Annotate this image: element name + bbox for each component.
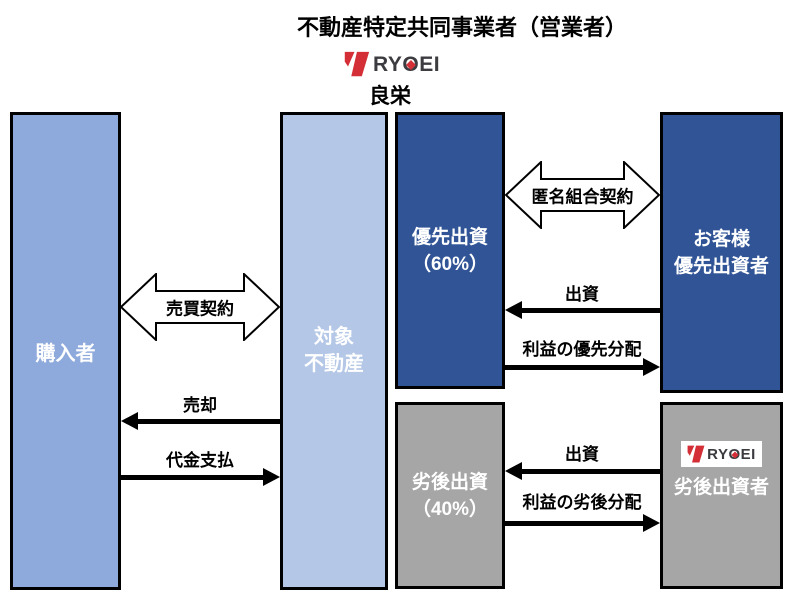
company-name: 良栄 [369, 85, 411, 108]
box-senior-investment: 優先出資 （60%） [395, 112, 505, 389]
box-junior-investment-line1: 劣後出資 [411, 471, 488, 493]
junior-distribution-label: 利益の劣後分配 [522, 493, 642, 512]
logo-text-ry: RY [372, 52, 403, 76]
sale-label: 売却 [183, 396, 217, 415]
sales-contract-double-arrow: 売買契約 [120, 273, 280, 341]
box-junior-investor-label: 劣後出資者 [673, 477, 769, 498]
logo-o-glyph: O [728, 447, 740, 462]
box-customer-line2: 優先出資者 [673, 255, 769, 277]
junior-distribution-arrow-right [505, 514, 660, 532]
logo-o-glyph: O [402, 54, 419, 75]
arrowhead-right-icon [643, 358, 660, 376]
ryoei-logo-text: RY O EI [373, 54, 440, 75]
box-target-property-line2: 不動産 [304, 353, 364, 375]
box-junior-investor: RY O EI 劣後出資者 [660, 402, 783, 589]
senior-distribution-label: 利益の優先分配 [522, 340, 642, 359]
arrowhead-left-icon [505, 301, 522, 319]
arrowhead-left-icon [505, 462, 522, 480]
anonymous-partnership-double-arrow: 匿名組合契約 [505, 161, 660, 229]
box-target-property: 対象 不動産 [280, 112, 388, 590]
payment-arrow-right [121, 468, 280, 486]
junior-investment-arrow-left [505, 462, 660, 480]
sales-contract-label: 売買契約 [166, 299, 234, 319]
arrowhead-right-icon [263, 468, 280, 486]
payment-label: 代金支払 [166, 451, 234, 470]
arrowhead-left-icon [121, 412, 138, 430]
senior-investment-arrow-left [505, 301, 660, 319]
senior-distribution-arrow-right [505, 358, 660, 376]
box-customer-line1: お客様 [692, 228, 750, 250]
box-junior-investment: 劣後出資 （40%） [395, 402, 505, 589]
ryoei-logo: RY O EI [344, 51, 440, 77]
box-senior-investment-line1: 優先出資 [411, 226, 488, 248]
box-senior-investment-line2: （60%） [411, 253, 489, 275]
box-target-property-line1: 対象 [314, 326, 354, 348]
arrowhead-right-icon [643, 514, 660, 532]
ryoei-logo-small: RY O EI [681, 441, 762, 467]
box-purchaser-label: 購入者 [35, 342, 96, 365]
sale-arrow-left [121, 412, 280, 430]
double-arrow-icon [505, 161, 660, 229]
box-customer-senior-investor: お客様 優先出資者 [660, 112, 783, 393]
box-purchaser: 購入者 [10, 112, 121, 590]
senior-investment-label: 出資 [565, 285, 599, 304]
page-title: 不動産特定共同事業者（営業者） [296, 15, 628, 40]
ryoei-mark-icon [687, 445, 705, 463]
logo-text-ei: EI [419, 52, 441, 76]
double-arrow-icon [120, 273, 280, 341]
box-junior-investment-line2: （40%） [411, 498, 489, 520]
ryoei-mark-icon [344, 51, 370, 77]
ryoei-logo-text: RY O EI [707, 445, 756, 463]
anonymous-partnership-label: 匿名組合契約 [531, 187, 634, 207]
junior-investment-label: 出資 [565, 445, 599, 464]
